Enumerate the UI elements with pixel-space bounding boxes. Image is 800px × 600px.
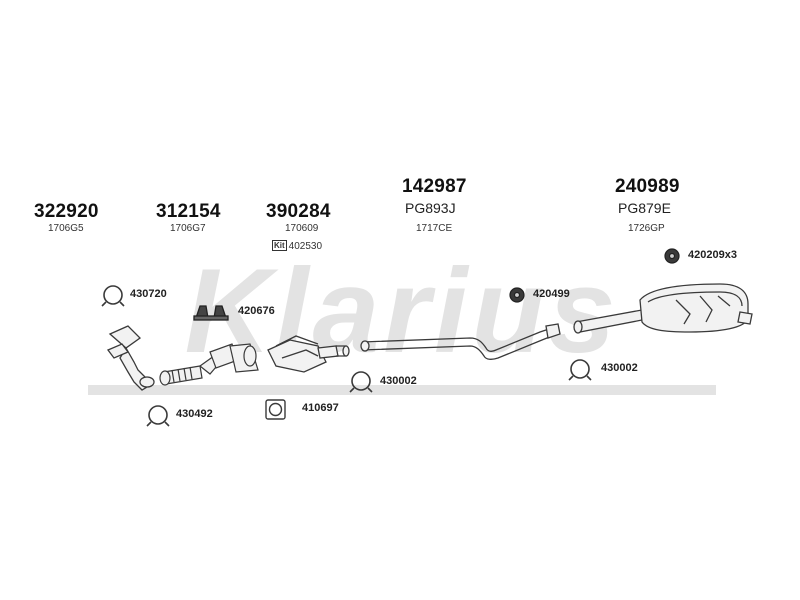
part-code-1717CE: 1717CE [416,223,453,234]
part-code-170609: 170609 [285,223,319,234]
fitting-430002-left: 430002 [380,375,417,387]
fitting-430002-right: 430002 [601,362,638,374]
part-ref-PG879E: PG879E [618,200,671,216]
part-number-390284: 390284 [266,201,331,222]
part-ref-PG893J: PG893J [405,200,456,216]
part-240989-drawing[interactable] [573,283,753,334]
part-code-1706G5: 1706G5 [48,223,84,234]
watermark-underline [88,385,716,395]
clamp-430002-right-icon[interactable] [568,359,592,381]
part-code-1706G7: 1706G7 [170,223,206,234]
fitting-420209x3: 420209x3 [688,249,737,261]
part-number-312154: 312154 [156,201,221,222]
part-312154-drawing[interactable] [159,355,223,386]
rubber-mount-420209-icon[interactable] [664,248,680,264]
clamp-430002-left-icon[interactable] [349,371,373,393]
part-number-322920: 322920 [34,201,99,222]
kit-number-402530: 402530 [288,241,323,252]
kit-badge: Kit [272,240,287,251]
rubber-mount-420499-icon[interactable] [509,287,525,303]
part-number-240989: 240989 [615,176,680,197]
fitting-410697: 410697 [302,402,339,414]
part-code-1726GP: 1726GP [628,223,665,234]
fitting-420499: 420499 [533,288,570,300]
clamp-430720-icon[interactable] [101,285,125,307]
part-142987-drawing[interactable] [360,323,561,360]
part-390284-drawing[interactable] [267,335,350,373]
part-322920-drawing[interactable] [106,325,155,391]
part-number-142987: 142987 [402,176,467,197]
gasket-410697-icon[interactable] [265,399,286,420]
fitting-430720: 430720 [130,288,167,300]
clamp-430492-icon[interactable] [146,405,170,427]
fitting-430492: 430492 [176,408,213,420]
part-390284-flange-drawing[interactable] [209,343,259,373]
bracket-420676-icon[interactable] [193,305,229,321]
fitting-420676: 420676 [238,305,275,317]
